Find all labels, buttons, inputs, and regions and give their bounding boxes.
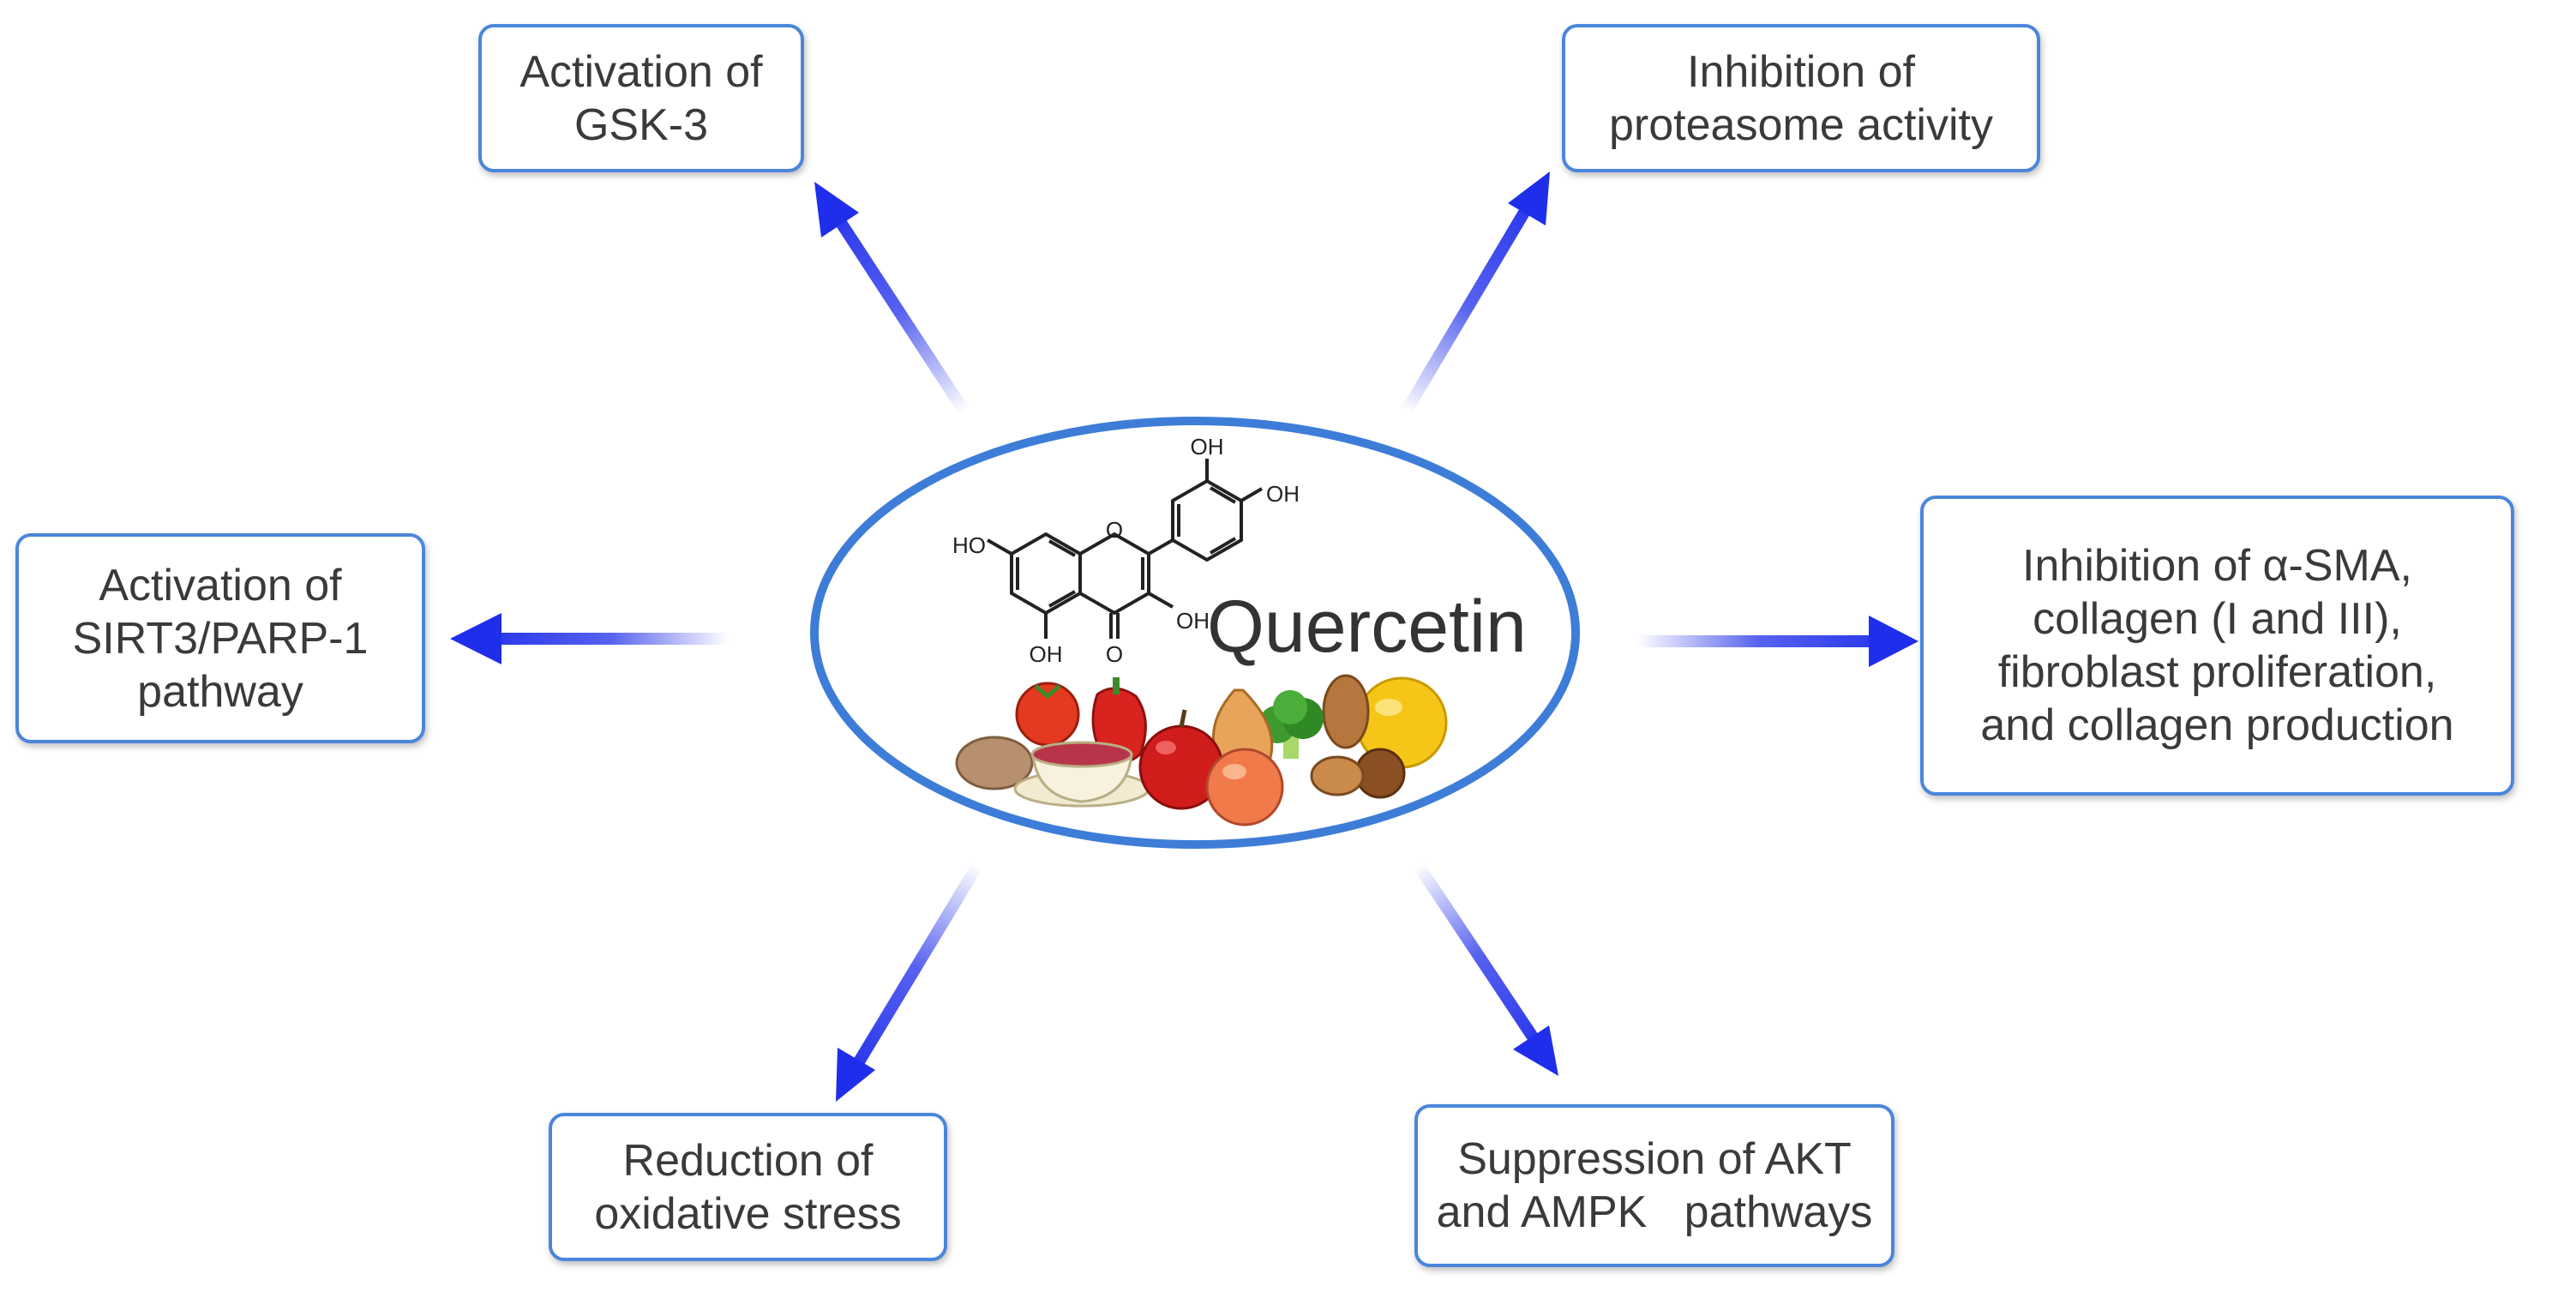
ketone-label: O <box>1106 641 1123 667</box>
box-collagen-line-3: fibroblast proliferation, <box>1997 647 2437 697</box>
molecule-labels: O OH OH HO OH OH O <box>952 434 1300 667</box>
box-sirt3-line-2: SIRT3/PARP-1 <box>72 613 369 664</box>
apple-icon <box>1138 709 1224 810</box>
arrow-to-akt <box>1413 860 1558 1076</box>
arrow-to-gsk3 <box>814 182 970 418</box>
box-collagen-inhibition: Inhibition of α-SMA, collagen (I and III… <box>1920 496 2514 796</box>
quercetin-molecule <box>987 459 1264 639</box>
oh-label-3prime: OH <box>1191 434 1224 460</box>
hazelnut-icon <box>1310 748 1406 799</box>
quercetin-title: Quercetin <box>1207 586 1527 668</box>
box-gsk3-activation: Activation of GSK-3 <box>478 24 804 172</box>
box-akt-line-2: and AMPK pathways <box>1436 1187 1873 1237</box>
food-illustration <box>955 674 1448 826</box>
arrow-to-collagen <box>1631 616 1918 667</box>
box-collagen-line-2: collagen (I and III), <box>2033 594 2402 644</box>
oh-label-4prime: OH <box>1266 481 1300 507</box>
box-oxidative-line-1: Reduction of <box>622 1135 874 1186</box>
tomato-icon <box>1015 682 1080 747</box>
ho-label-7: HO <box>952 532 986 558</box>
ring-oxygen-label: O <box>1106 517 1123 543</box>
oh-label-5: OH <box>1030 641 1063 667</box>
potato-icon <box>955 736 1034 790</box>
box-collagen-line-4: and collagen production <box>1980 700 2454 750</box>
box-akt-ampk-suppression: Suppression of AKT and AMPK pathways <box>1414 1104 1894 1267</box>
box-oxidative-stress-reduction: Reduction of oxidative stress <box>549 1113 947 1261</box>
box-collagen-line-1: Inhibition of α-SMA, <box>2022 541 2412 591</box>
box-proteasome-line-2: proteasome activity <box>1609 99 1993 150</box>
box-sirt3-line-3: pathway <box>137 666 303 717</box>
box-sirt3-line-1: Activation of <box>99 560 342 610</box>
peach-icon <box>1205 748 1284 826</box>
oh-label-3: OH <box>1176 608 1210 634</box>
box-gsk3-line-2: GSK-3 <box>573 99 709 150</box>
box-sirt3-activation: Activation of SIRT3/PARP-1 pathway <box>15 533 425 743</box>
arrow-to-oxidative-stress <box>836 860 983 1102</box>
box-akt-line-1: Suppression of AKT <box>1457 1134 1852 1184</box>
box-proteasome-inhibition: Inhibition of proteasome activity <box>1562 24 2040 172</box>
box-proteasome-line-1: Inhibition of <box>1687 46 1915 97</box>
box-gsk3-line-1: Activation of <box>519 46 763 97</box>
arrow-to-sirt3 <box>450 613 735 664</box>
almond-icon <box>1322 674 1370 749</box>
tea-cup-icon <box>1013 741 1150 808</box>
box-oxidative-line-2: oxidative stress <box>594 1188 902 1239</box>
arrow-to-proteasome <box>1400 171 1550 418</box>
